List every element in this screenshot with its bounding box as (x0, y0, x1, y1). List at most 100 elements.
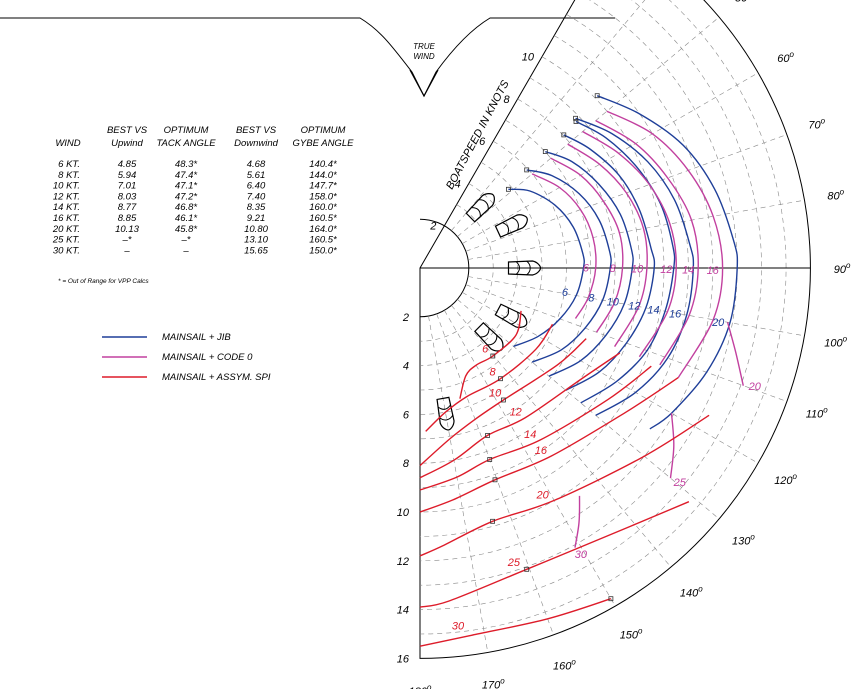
table-footnote: * = Out of Range for VPP Calcs (58, 278, 149, 285)
radial-tick-label-2: 2 (402, 312, 409, 324)
curve-label-code0-12kt: 12 (660, 264, 672, 276)
table-cell-r8-c3: 15.65 (244, 245, 268, 256)
curve-label-jib-12kt: 12 (628, 301, 640, 313)
radial-tick-label-10: 10 (397, 507, 410, 519)
boat-sail-icon (471, 199, 489, 217)
radial-tick-label-4: 4 (403, 361, 409, 373)
boat-sail-icon (516, 260, 531, 276)
optimum-marker (594, 93, 600, 99)
grid-ray-60 (462, 72, 759, 244)
boat-icon (507, 260, 542, 276)
table-cell-r2-c1: 7.01 (118, 181, 137, 192)
curve-spi-10kt (419, 338, 587, 467)
curve-spi-6kt (459, 310, 522, 399)
grid-ray-130 (457, 299, 720, 520)
optimum-marker (573, 119, 579, 124)
table-cell-r1-c1: 5.94 (118, 170, 137, 181)
angle-tick-label-160: 160o (553, 658, 576, 673)
grid-ray-50 (457, 16, 720, 237)
grid-ring-9 (419, 77, 640, 488)
table-cell-r4-c2: 46.8* (175, 202, 197, 213)
optimum-marker (505, 186, 511, 192)
table-cell-r4-c1: 8.77 (118, 202, 137, 213)
curve-spi-14kt (419, 365, 652, 491)
table-cell-r2-c3: 6.40 (247, 181, 266, 192)
table-header-bottom-4: GYBE ANGLE (293, 138, 355, 149)
table-cell-r8-c2: – (182, 245, 189, 256)
curve-label-jib-16kt: 16 (669, 309, 682, 321)
optimum-marker (524, 167, 530, 173)
curve-jib-16kt (575, 117, 695, 417)
radial-tick-label-16: 16 (397, 653, 410, 665)
legend-label-code0: MAINSAIL + CODE 0 (162, 352, 253, 363)
curve-label-spi-25kt: 25 (507, 557, 521, 569)
curve-label-jib-20kt: 20 (711, 317, 725, 329)
table-cell-r0-c4: 140.4* (309, 159, 337, 170)
curve-label-spi-30kt: 30 (452, 621, 465, 633)
table-cell-r5-c2: 46.1* (175, 213, 197, 224)
curve-spi-8kt (425, 323, 554, 432)
curve-label-code0-30kt: 30 (575, 549, 588, 561)
optimum-marker (485, 432, 491, 438)
radial-tick-label-upper-8: 8 (503, 94, 510, 106)
optimum-marker (492, 477, 498, 483)
grid-ray-150 (444, 310, 616, 607)
boat-sail-icon (502, 307, 519, 325)
table-cell-r7-c2: –* (181, 235, 191, 246)
angle-tick-label-120: 120o (774, 472, 797, 487)
grid-ring-11 (419, 35, 689, 537)
table-cell-r3-c3: 7.40 (247, 191, 266, 202)
curve-label-spi-8kt: 8 (489, 366, 496, 378)
table-header-bottom-2: TACK ANGLE (156, 138, 216, 149)
table-cell-r8-c1: – (123, 245, 130, 256)
optimum-marker (608, 596, 614, 602)
table-cell-r8-c0: 30 KT. (53, 245, 80, 256)
radial-tick-label-upper-6: 6 (479, 136, 486, 148)
boat-hull-icon (494, 214, 528, 238)
radial-tick-label-upper-4: 4 (455, 179, 461, 191)
curve-label-jib-8kt: 8 (588, 292, 595, 304)
table-cell-r5-c1: 8.85 (118, 213, 137, 224)
curve-code0-8kt (550, 157, 624, 333)
radial-tick-label-12: 12 (397, 556, 409, 568)
curve-spi-20kt (419, 414, 710, 557)
curve-code0-10kt (567, 143, 648, 347)
table-cell-r3-c1: 8.03 (118, 191, 137, 202)
grid-ring-4 (419, 183, 518, 366)
optimum-marker (561, 132, 567, 138)
optimum-marker (490, 353, 496, 359)
boat-hull-icon (465, 193, 495, 223)
grid-ring-10 (419, 56, 665, 513)
boat-icon (494, 303, 528, 329)
table-cell-r3-c4: 158.0* (309, 191, 337, 202)
radial-axis-title: BOATSPEED IN KNOTS (444, 78, 512, 191)
grid-ring-3 (419, 204, 494, 342)
table-cell-r1-c3: 5.61 (247, 170, 266, 181)
curve-label-code0-16kt: 16 (707, 265, 720, 277)
angle-tick-label-130: 130o (732, 532, 755, 547)
legend-label-jib: MAINSAIL + JIB (162, 332, 231, 343)
table-cell-r4-c3: 8.35 (247, 202, 266, 213)
angle-tick-label-140: 140o (680, 584, 703, 599)
grid-ray-170 (428, 316, 489, 653)
grid-ring-7 (419, 119, 592, 440)
angle-tick-label-50: 50o (735, 0, 752, 5)
table-header-bottom-3: Downwind (234, 138, 279, 149)
angle-tick-label-110: 110o (806, 405, 829, 420)
curve-label-code0-14kt: 14 (682, 265, 694, 277)
curve-label-code0-6kt: 6 (583, 263, 590, 275)
optimum-marker (487, 457, 493, 462)
boat-icon (494, 214, 528, 238)
table-header-top-4: OPTIMUM (301, 125, 346, 136)
grid-ring-13 (419, 0, 738, 586)
table-header-top-3: BEST VS (236, 125, 277, 136)
grid-ray-110 (465, 284, 788, 402)
grid-ray-80 (468, 199, 805, 260)
table-header-top-2: OPTIMUM (164, 125, 209, 136)
table-cell-r6-c1: 10.13 (115, 224, 139, 235)
grid-ring-12 (419, 14, 714, 562)
table-cell-r1-c0: 8 KT. (58, 170, 80, 181)
grid-ring-14 (419, 0, 762, 610)
table-cell-r4-c0: 14 KT. (53, 202, 80, 213)
